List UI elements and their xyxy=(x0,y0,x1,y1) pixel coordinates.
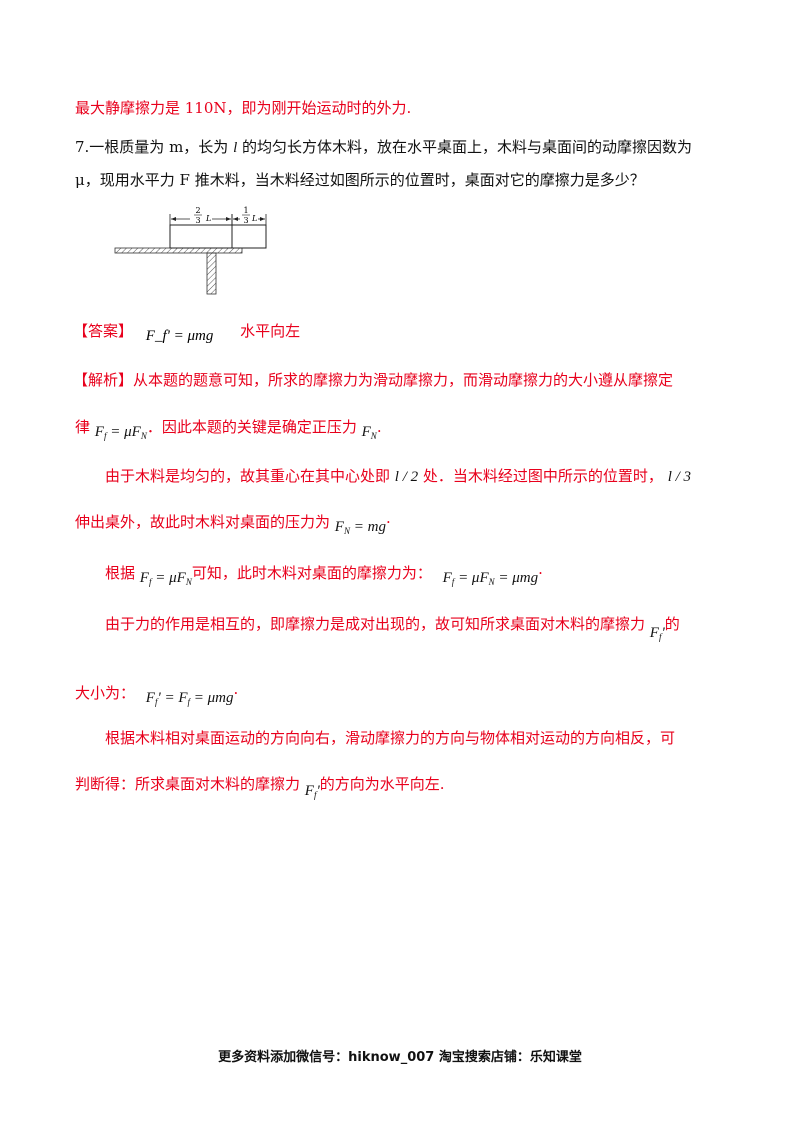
analysis-text-4: 伸出桌外，故此时木料对桌面的压力为 xyxy=(75,513,331,531)
analysis-text-2b: ．因此本题的关键是确定正压力 xyxy=(146,418,357,436)
table-friction-symbol-2: Ff' xyxy=(304,783,320,800)
friction-law-formula: Ff = μFN xyxy=(94,424,147,441)
answer-direction: 水平向左 xyxy=(240,322,301,340)
magnitude-formula: Ff' = Ff = μmg xyxy=(145,690,234,707)
table-leg xyxy=(206,252,217,295)
answer-label: 【答案】 xyxy=(73,322,134,340)
analysis-label: 【解析】 xyxy=(73,371,134,389)
wood-block xyxy=(169,224,267,249)
analysis-line-1: 【解析】从本题的题意可知，所求的摩擦力为滑动摩擦力，而滑动摩擦力的大小遵从摩擦定 xyxy=(73,370,673,390)
analysis-line-3: 由于木料是均匀的，故其重心在其中心处即 l / 2 处．当木料经过图中所示的位置… xyxy=(105,466,691,487)
analysis-line-7: 大小为： Ff' = Ff = μmg· xyxy=(75,684,239,707)
third-length-symbol: l / 3 xyxy=(667,469,692,485)
analysis-text-1: 从本题的题意可知，所求的摩擦力为滑动摩擦力，而滑动摩擦力的大小遵从摩擦定 xyxy=(133,371,674,389)
table-block-figure: 2 3 L 1 3 L xyxy=(114,206,267,295)
question-text-b: 的均匀长方体木料，放在水平桌面上，木料与桌面间的动摩擦因数为 xyxy=(237,138,693,156)
tabletop xyxy=(114,247,243,254)
analysis-line-8: 根据木料相对桌面运动的方向向右，滑动摩擦力的方向与物体相对运动的方向相反，可 xyxy=(105,729,676,747)
previous-answer-text: 最大静摩擦力是 110N，即为刚开始运动时的外力. xyxy=(75,99,412,117)
analysis-text-3b: 处．当木料经过图中所示的位置时， xyxy=(422,467,663,485)
question-line-2: μ，现用水平力 F 推木料，当木料经过如图所示的位置时，桌面对它的摩擦力是多少？ xyxy=(75,171,645,189)
left-label-numerator: 2 xyxy=(195,206,200,215)
answer-line: 【答案】 F_f' = μmg 水平向左 xyxy=(73,321,301,344)
right-label-denominator: 3 xyxy=(243,216,248,225)
right-label-unit: L xyxy=(251,214,257,223)
analysis-text-9a: 判断得：所求桌面对木料的摩擦力 xyxy=(75,775,301,793)
analysis-text-3a: 由于木料是均匀的，故其重心在其中心处即 xyxy=(105,467,391,485)
left-label-denominator: 3 xyxy=(195,216,200,225)
question-line-1: 7.一根质量为 m，长为 l 的均匀长方体木料，放在水平桌面上，木料与桌面间的动… xyxy=(75,137,692,158)
analysis-text-7: 大小为： xyxy=(75,684,136,702)
analysis-text-5a: 根据 xyxy=(105,564,136,582)
analysis-text-5b: 可知，此时木料对桌面的摩擦力为： xyxy=(191,564,432,582)
normal-force-formula: FN = mg xyxy=(334,519,386,536)
analysis-line-5: 根据 Ff = μFN可知，此时木料对桌面的摩擦力为： Ff = μFN = μ… xyxy=(105,564,543,587)
left-label-unit: L xyxy=(205,214,211,223)
analysis-line-9: 判断得：所求桌面对木料的摩擦力 Ff'的方向为水平向左. xyxy=(75,774,445,800)
length-symbol: l xyxy=(233,140,238,156)
normal-force-symbol: FN xyxy=(361,424,377,441)
footer-contact: 更多资料添加微信号：hiknow_007 淘宝搜索店铺：乐知课堂 xyxy=(218,1050,582,1065)
analysis-line-6: 由于力的作用是相互的，即摩擦力是成对出现的，故可知所求桌面对木料的摩擦力 Ff'… xyxy=(105,614,680,642)
analysis-text-6: 由于力的作用是相互的，即摩擦力是成对出现的，故可知所求桌面对木料的摩擦力 xyxy=(105,615,646,633)
analysis-line-4: 伸出桌外，故此时木料对桌面的压力为 FN = mg· xyxy=(75,513,391,536)
analysis-text-2a: 律 xyxy=(75,418,91,436)
friction-result-formula: Ff = μFN = μmg xyxy=(442,570,539,587)
half-length-symbol: l / 2 xyxy=(394,469,419,485)
table-friction-symbol: Ff' xyxy=(649,625,665,642)
analysis-line-2: 律 Ff = μFN．因此本题的关键是确定正压力 FN. xyxy=(75,418,382,441)
friction-formula-2: Ff = μFN xyxy=(139,570,192,587)
analysis-text-9b: 的方向为水平向左. xyxy=(319,775,445,793)
analysis-text-6-end: 的 xyxy=(664,615,680,633)
answer-formula: F_f' = μmg xyxy=(145,328,214,344)
right-label-numerator: 1 xyxy=(243,206,248,215)
question-text-a: 7.一根质量为 m，长为 xyxy=(75,138,234,156)
